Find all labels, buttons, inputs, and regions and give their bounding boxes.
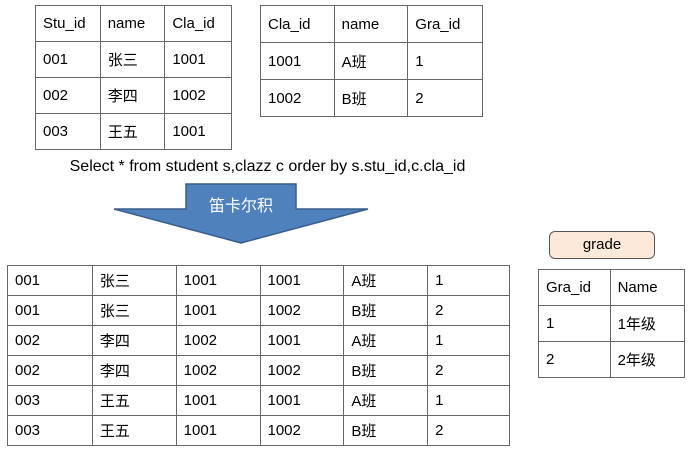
table-cell: 2 bbox=[538, 341, 611, 378]
table-row: 003 王五 1001 1002 B班 2 bbox=[7, 415, 510, 446]
table-cell: 003 bbox=[7, 385, 93, 416]
table-cell: 1 bbox=[427, 265, 510, 296]
table-cell: 1002 bbox=[260, 79, 335, 117]
table-cell: 1年级 bbox=[609, 305, 686, 342]
table-cell: 1002 bbox=[175, 325, 261, 356]
table-cell: 002 bbox=[7, 355, 93, 386]
header-cell: Gra_id bbox=[538, 269, 611, 306]
table-cell: 1002 bbox=[259, 295, 345, 326]
table-cell: 001 bbox=[7, 295, 93, 326]
table-cell: B班 bbox=[343, 415, 429, 446]
table-cell: A班 bbox=[343, 325, 429, 356]
table-cell: 1 bbox=[427, 325, 510, 356]
table-cell: 1002 bbox=[259, 415, 345, 446]
table-cell: B班 bbox=[343, 355, 429, 386]
grade-table-label: grade bbox=[549, 231, 655, 259]
table-row: 1002 B班 2 bbox=[260, 79, 483, 117]
table-cell: 张三 bbox=[91, 265, 177, 296]
table-cell: 王五 bbox=[99, 113, 166, 150]
table-row: 001 张三 1001 1001 A班 1 bbox=[7, 265, 510, 296]
table-row: 1001 A班 1 bbox=[260, 42, 483, 80]
table-row: 001 张三 1001 1002 B班 2 bbox=[7, 295, 510, 326]
table-cell: 1001 bbox=[259, 265, 345, 296]
table-row: 2 2年级 bbox=[538, 341, 686, 378]
student-table: Stu_id name Cla_id 001 张三 1001 002 李四 10… bbox=[35, 5, 232, 150]
table-cell: 1002 bbox=[164, 77, 232, 114]
header-cell: Cla_id bbox=[164, 5, 232, 42]
table-cell: 003 bbox=[7, 415, 93, 446]
table-cell: 2 bbox=[407, 79, 483, 117]
grade-table: Gra_id Name 1 1年级 2 2年级 bbox=[538, 269, 686, 378]
arrow-label: 笛卡尔积 bbox=[208, 196, 273, 215]
arrow-shape bbox=[113, 183, 369, 244]
table-cell: 003 bbox=[35, 113, 101, 150]
table-header-row: Cla_id name Gra_id bbox=[260, 5, 483, 43]
table-cell: 2 bbox=[427, 295, 510, 326]
table-cell: 1001 bbox=[259, 325, 345, 356]
table-cell: 2 bbox=[427, 415, 510, 446]
table-row: 1 1年级 bbox=[538, 305, 686, 342]
header-cell: name bbox=[333, 5, 409, 43]
table-cell: B班 bbox=[343, 295, 429, 326]
sql-query-text: Select * from student s,clazz c order by… bbox=[69, 158, 466, 175]
table-cell: 1001 bbox=[259, 385, 345, 416]
table-cell: 王五 bbox=[91, 415, 177, 446]
table-cell: 2年级 bbox=[609, 341, 686, 378]
clazz-table: Cla_id name Gra_id 1001 A班 1 1002 B班 2 bbox=[260, 5, 483, 117]
table-cell: 002 bbox=[35, 77, 101, 114]
header-cell: Name bbox=[609, 269, 686, 306]
table-cell: 001 bbox=[7, 265, 93, 296]
table-cell: A班 bbox=[343, 385, 429, 416]
header-cell: Cla_id bbox=[260, 5, 335, 43]
table-header-row: Stu_id name Cla_id bbox=[35, 5, 232, 42]
table-cell: 2 bbox=[427, 355, 510, 386]
table-cell: 1001 bbox=[260, 42, 335, 80]
table-cell: 1001 bbox=[175, 265, 261, 296]
table-cell: 张三 bbox=[99, 41, 166, 78]
table-cell: 1001 bbox=[175, 295, 261, 326]
table-cell: 王五 bbox=[91, 385, 177, 416]
table-cell: 1001 bbox=[164, 113, 232, 150]
table-cell: 1001 bbox=[164, 41, 232, 78]
header-cell: Gra_id bbox=[407, 5, 483, 43]
header-cell: Stu_id bbox=[35, 5, 101, 42]
table-cell: 1 bbox=[538, 305, 611, 342]
result-table: 001 张三 1001 1001 A班 1 001 张三 1001 1002 B… bbox=[7, 265, 510, 446]
table-row: 003 王五 1001 1001 A班 1 bbox=[7, 385, 510, 416]
header-cell: name bbox=[99, 5, 166, 42]
table-row: 002 李四 1002 1001 A班 1 bbox=[7, 325, 510, 356]
table-cell: 李四 bbox=[91, 325, 177, 356]
table-cell: 002 bbox=[7, 325, 93, 356]
table-cell: 1001 bbox=[175, 385, 261, 416]
table-cell: 1002 bbox=[175, 355, 261, 386]
table-row: 002 李四 1002 1002 B班 2 bbox=[7, 355, 510, 386]
table-cell: 1 bbox=[427, 385, 510, 416]
table-cell: 张三 bbox=[91, 295, 177, 326]
table-cell: 1002 bbox=[259, 355, 345, 386]
table-row: 001 张三 1001 bbox=[35, 41, 232, 78]
table-row: 003 王五 1001 bbox=[35, 113, 232, 150]
table-cell: 1001 bbox=[175, 415, 261, 446]
table-row: 002 李四 1002 bbox=[35, 77, 232, 114]
table-header-row: Gra_id Name bbox=[538, 269, 686, 306]
table-cell: 李四 bbox=[91, 355, 177, 386]
table-cell: A班 bbox=[343, 265, 429, 296]
